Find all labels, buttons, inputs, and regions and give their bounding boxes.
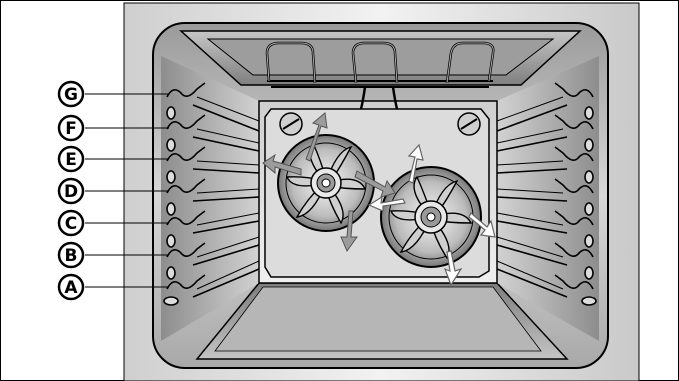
shelf-level-label: C <box>65 214 77 234</box>
shelf-level-label: G <box>64 85 78 105</box>
fan-right-icon <box>381 167 481 267</box>
fan-left-icon <box>278 135 374 231</box>
shelf-level-label: F <box>65 119 77 139</box>
shelf-level-label: A <box>64 278 78 298</box>
shelf-level-label: B <box>65 246 78 266</box>
screw-right-icon <box>458 113 480 135</box>
shelf-level-label: D <box>64 182 78 202</box>
shelf-level-label: E <box>65 150 77 170</box>
grill-element-panel <box>208 39 553 75</box>
screw-left-icon <box>280 113 302 135</box>
